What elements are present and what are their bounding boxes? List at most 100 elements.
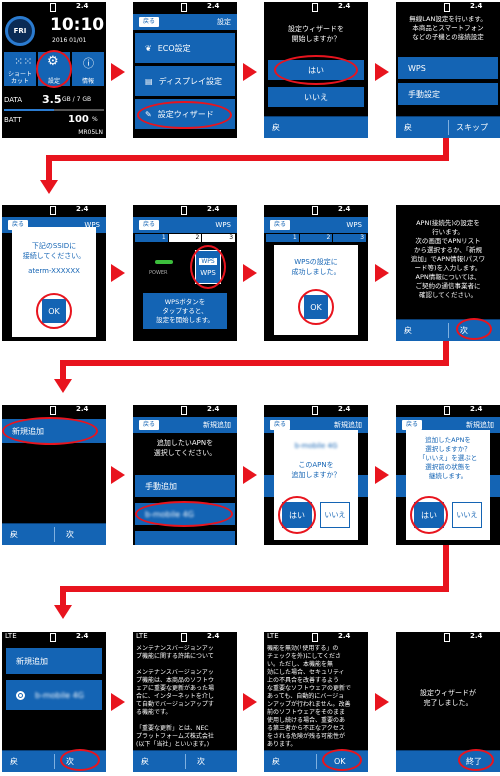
- wifi-signal-icon: 2.4: [76, 632, 89, 640]
- back-button[interactable]: 戻る: [270, 420, 291, 430]
- success-dialog: WPSの設定に 成功しました。 OK: [274, 245, 358, 335]
- bottom-bar: ‹ 戻る次へ ›: [133, 750, 237, 772]
- chevron-left-icon: ‹: [404, 326, 408, 335]
- no-button[interactable]: いいえ: [452, 502, 482, 528]
- step-indicator: 1 2 3: [266, 234, 367, 242]
- leaf-icon: ❦: [145, 43, 152, 53]
- apn-name: b-mobile 4G: [35, 690, 84, 700]
- page-title: 新規追加: [334, 421, 362, 429]
- highlight-circle: [274, 55, 358, 85]
- no-button[interactable]: いいえ: [320, 502, 350, 528]
- page-title: WPS: [215, 221, 231, 229]
- screen-apn-list: 2.4 新規追加 ‹ 戻る次へ ›: [2, 405, 106, 545]
- connector-line: [443, 341, 449, 363]
- status-bar: 2.4: [396, 405, 500, 416]
- data-value: 3.5: [42, 93, 62, 106]
- new-apn-button[interactable]: 新規追加: [6, 648, 102, 674]
- back-button[interactable]: 戻る: [8, 220, 29, 230]
- info-icon: ⓘ: [83, 57, 94, 70]
- battery-usage: BATT 100 %: [4, 114, 104, 126]
- display-setting-label: ディスプレイ設定: [158, 76, 223, 86]
- terms-text: メンテナンスバージョンアッ プ機能に関する許諾について メンテナンスバージョンア…: [136, 645, 215, 748]
- screen-select-apn-confirm: 2.4 戻る新規追加 追加したAPNを 選択しますか？ 「いいえ」を選ぶと 選択…: [396, 405, 500, 545]
- wifi-signal-icon: 2.4: [207, 2, 220, 10]
- wifi-signal-icon: 2.4: [207, 632, 220, 640]
- batt-value: 100: [68, 114, 89, 125]
- status-bar: 2.4: [396, 2, 500, 13]
- shortcut-button[interactable]: ⁙⁙ ショート カット: [4, 52, 36, 86]
- header: 戻る 新規追加: [264, 417, 368, 433]
- page-title: WPS: [346, 221, 362, 229]
- page-title: 設定: [217, 18, 231, 26]
- status-bar: 2.4: [2, 205, 106, 216]
- no-button[interactable]: いいえ: [268, 87, 364, 107]
- down-arrow: [54, 605, 72, 619]
- display-icon: ▤: [145, 76, 153, 86]
- apn-item[interactable]: [135, 531, 235, 545]
- apn-radio-item[interactable]: b-mobile 4G: [6, 680, 102, 710]
- success-message: WPSの設定に 成功しました。: [291, 258, 341, 276]
- batt-label: BATT: [4, 116, 22, 124]
- confirm-message: 追加したAPNを 選択しますか？ 「いいえ」を選ぶと 選択前の状態を 継続します…: [418, 436, 478, 480]
- highlight-circle: [135, 501, 233, 527]
- battery-icon: [181, 3, 187, 12]
- screen-settings: 2.4 戻る設定 ❦ECO設定 ▤ディスプレイ設定 ✎設定ウィザード: [133, 2, 237, 138]
- highlight-circle: [2, 417, 98, 445]
- eco-setting-label: ECO設定: [157, 43, 191, 53]
- right-arrow: [243, 466, 257, 484]
- power-led: [155, 260, 173, 264]
- wifi-signal-icon: 2.4: [76, 405, 89, 413]
- page-title: WPS: [84, 221, 100, 229]
- apn-intro-text: APN(接続先)の設定を 行います。 次の画面でAPNリスト から選択するか、「…: [410, 219, 486, 299]
- status-bar: 2.4: [264, 205, 368, 216]
- back-button[interactable]: 戻る: [402, 420, 423, 430]
- battery-icon: [181, 633, 187, 642]
- battery-icon: [312, 406, 318, 415]
- display-setting-button[interactable]: ▤ ディスプレイ設定: [135, 66, 235, 96]
- wps-instruction: WPSボタンを タップすると、 設定を開始します。: [143, 293, 227, 329]
- status-bar: 2.4: [133, 2, 237, 13]
- battery-icon: [181, 206, 187, 215]
- background-item: [396, 475, 406, 497]
- highlight-circle: [36, 50, 72, 88]
- chevron-left-icon: ‹: [141, 757, 145, 766]
- back-button[interactable]: 戻る: [139, 420, 160, 430]
- lte-signal-icon: LTE: [267, 632, 279, 640]
- right-arrow: [111, 264, 125, 282]
- skip-button[interactable]: スキップ: [456, 123, 488, 132]
- manual-setting-button[interactable]: 手動設定: [398, 83, 498, 105]
- wifi-signal-icon: 2.4: [207, 205, 220, 213]
- eco-setting-button[interactable]: ❦ ECO設定: [135, 33, 235, 63]
- step-3: 3: [201, 234, 236, 242]
- back-label: 戻る: [141, 757, 149, 766]
- background-item: [490, 475, 500, 497]
- back-button[interactable]: 戻る: [139, 220, 160, 230]
- battery-icon: [444, 633, 450, 642]
- status-bar: 2.4: [133, 405, 237, 416]
- batt-unit: %: [92, 116, 98, 123]
- wps-button[interactable]: WPS: [398, 57, 498, 79]
- chevron-right-icon: ›: [66, 530, 70, 539]
- battery-icon: [50, 3, 56, 12]
- manual-add-button[interactable]: 手動追加: [135, 475, 235, 497]
- ssid-message: 下記のSSIDに 接続してください。: [22, 242, 86, 260]
- highlight-circle: [137, 101, 232, 129]
- header: 戻る WPS: [133, 217, 237, 233]
- page-title: 新規追加: [203, 421, 231, 429]
- screen-wps-success: 2.4 戻る WPS 1 2 3 WPSの設定に 成功しました。 OK: [264, 205, 368, 341]
- highlight-circle: [60, 749, 100, 771]
- header: 戻る新規追加: [396, 417, 500, 433]
- bottom-bar: ‹ 戻る: [264, 116, 368, 138]
- status-bar: 2.4: [133, 205, 237, 216]
- connector-line: [443, 138, 449, 158]
- back-button[interactable]: 戻る: [139, 17, 160, 27]
- highlight-circle: [36, 293, 72, 329]
- complete-message: 設定ウィザードが 完了しました。: [420, 689, 476, 707]
- back-button[interactable]: 戻る: [270, 220, 291, 230]
- info-button[interactable]: ⓘ 情報: [72, 52, 104, 86]
- chevron-left-icon: ‹: [272, 123, 276, 132]
